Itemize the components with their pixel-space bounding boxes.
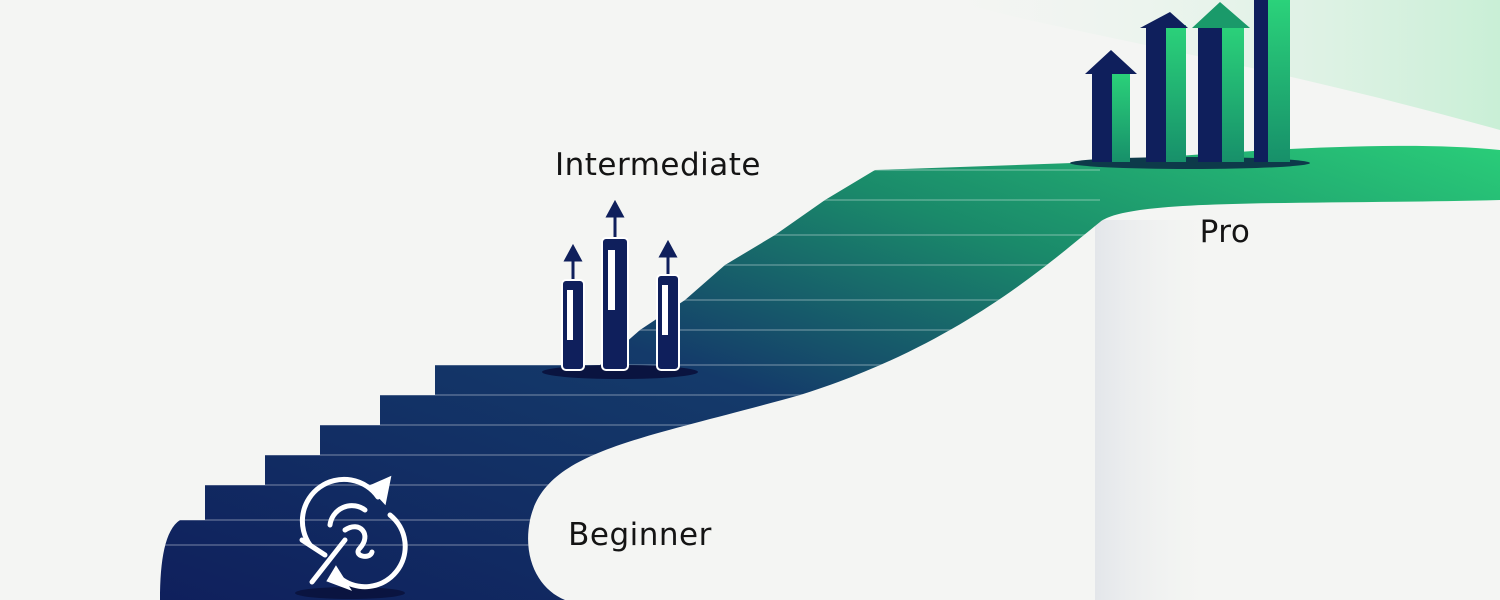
rising-bar-chart-icon <box>1070 0 1310 169</box>
rising-candlesticks-icon <box>542 199 698 379</box>
background-swoosh <box>950 0 1500 130</box>
circular-arrows-maze-icon <box>295 475 408 599</box>
intermediate-label: Intermediate <box>554 147 762 183</box>
pro-label: Pro <box>1199 214 1251 250</box>
beginner-label: Beginner <box>568 517 712 553</box>
wall-shadow <box>1095 220 1215 600</box>
staircase <box>160 145 1500 600</box>
